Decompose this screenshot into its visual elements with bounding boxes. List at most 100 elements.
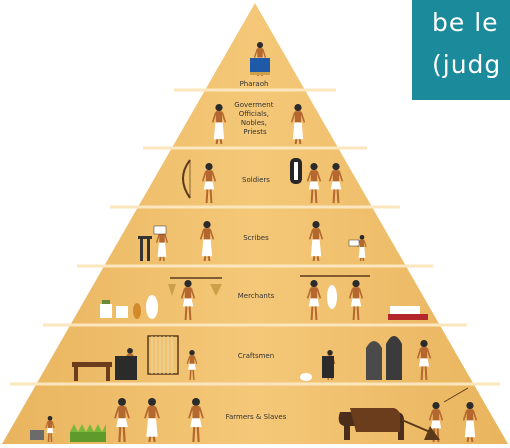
figure-arm (198, 406, 204, 419)
figure-kilt (308, 298, 320, 307)
figure-leg (314, 189, 318, 204)
tier-label-officials: Goverment Officials, Nobles, Priests (234, 101, 275, 136)
figure-leg (203, 256, 207, 262)
figure-head (294, 104, 302, 112)
figure-head (310, 280, 318, 288)
figure-arm (338, 171, 344, 182)
figure-leg (420, 366, 424, 381)
archer-figure (201, 163, 217, 204)
figure-head (256, 42, 264, 49)
wheat-crop-icon (30, 424, 106, 442)
tier-label-merchants: Merchants (238, 292, 275, 300)
figure-arm (308, 229, 314, 240)
figure-torso (118, 405, 126, 420)
banner-text-line-1: be le (432, 8, 499, 37)
figure-kilt (188, 363, 196, 370)
tier-label-craftsmen: Craftsmen (238, 352, 274, 360)
figure-head (420, 340, 428, 348)
banner-overlay: be le (judg (412, 0, 510, 100)
figure-head (359, 235, 365, 240)
farmer-figure (45, 416, 55, 443)
figure-torso (215, 111, 223, 124)
figure-leg (424, 366, 428, 381)
figure-leg (310, 306, 314, 321)
priest-figure (290, 104, 306, 145)
figure-torso (466, 409, 474, 422)
figure-arm (45, 421, 49, 429)
soldier-figure (306, 163, 322, 204)
figure-arm (209, 229, 215, 240)
figure-leg (152, 436, 156, 443)
pyramid-body (2, 3, 508, 444)
figure-kilt (203, 181, 215, 190)
figure-arm (328, 171, 334, 182)
figure-leg (219, 139, 223, 145)
craftsman-figure (186, 350, 198, 381)
figure-arm (363, 240, 367, 248)
merchant-figure (348, 280, 364, 321)
balance-scale-icon (168, 275, 370, 309)
figure-leg (122, 426, 126, 443)
figure-leg (215, 139, 219, 145)
figure-leg (50, 433, 53, 443)
figure-torso (420, 347, 428, 360)
figure-kilt (330, 181, 342, 190)
figure-head (310, 163, 318, 171)
figure-kilt (430, 420, 442, 429)
figure-arm (199, 229, 205, 240)
figure-leg (47, 433, 50, 443)
farmer-figure (462, 402, 478, 443)
farmer-figure (188, 398, 204, 443)
figure-kilt (213, 122, 225, 140)
figure-leg (312, 256, 316, 262)
figure-head (127, 348, 133, 354)
figure-arm (180, 288, 186, 299)
figure-arm (348, 288, 354, 299)
figure-kilt (182, 298, 194, 307)
figure-leg (205, 189, 209, 204)
figure-arm (51, 421, 55, 429)
figure-leg (356, 306, 360, 321)
fishing-pole-icon (443, 387, 469, 403)
figure-leg (332, 189, 336, 204)
tier-label-line: Nobles, (241, 119, 267, 127)
figure-leg (209, 189, 213, 204)
figure-torso (192, 405, 200, 420)
figure-arm (211, 112, 217, 123)
figure-arm (190, 288, 196, 299)
figure-torso (159, 233, 165, 244)
figure-arm (290, 112, 296, 123)
figure-head (327, 350, 333, 356)
figure-leg (192, 369, 195, 381)
figure-leg (294, 139, 298, 145)
tier-label-line: Officials, (239, 110, 269, 118)
figure-kilt (350, 298, 362, 307)
writing-desk-icon (138, 225, 167, 261)
figure-arm (186, 356, 191, 364)
figure-leg (310, 189, 314, 204)
figure-head (203, 221, 211, 229)
figure-kilt (308, 181, 320, 190)
figure-head (352, 280, 360, 288)
cloth-bolts-icon (388, 306, 428, 320)
figure-arm (438, 410, 444, 421)
figure-arm (253, 48, 258, 58)
farmer-figure (114, 398, 130, 443)
figure-leg (470, 437, 474, 443)
figure-head (466, 402, 474, 410)
figure-torso (47, 420, 53, 429)
tier-label-farmers: Farmers & Slaves (226, 413, 287, 421)
figure-arm (144, 406, 150, 419)
figure-arm (114, 406, 120, 419)
figure-head (192, 398, 200, 406)
figure-arm (472, 410, 478, 421)
tier-label-scribes: Scribes (243, 234, 269, 242)
shield-icon (290, 158, 302, 184)
figure-leg (189, 369, 192, 381)
figure-leg (162, 256, 165, 262)
figure-torso (148, 405, 156, 420)
figure-head (184, 280, 192, 288)
figure-arm (426, 348, 432, 359)
figure-torso (184, 287, 192, 300)
